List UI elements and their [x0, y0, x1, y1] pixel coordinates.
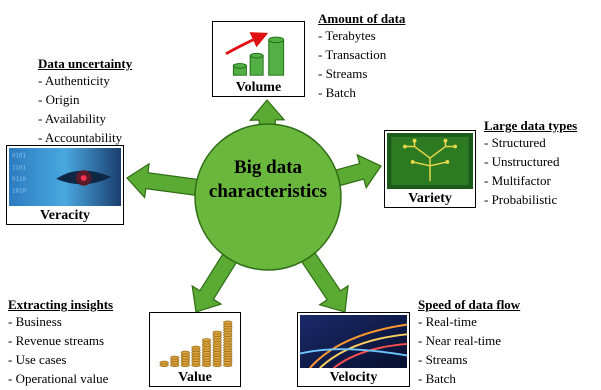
velocity-item: - Batch: [418, 371, 456, 386]
volume-label: Volume: [235, 80, 282, 95]
value-title: Extracting insights: [8, 297, 114, 312]
velocity-item: - Near real-time: [418, 333, 502, 348]
variety-description: Large data types - Structured - Unstruct…: [484, 118, 577, 209]
variety-label: Variety: [408, 191, 452, 206]
veracity-list: - Authenticity - Origin - Availability -…: [38, 71, 132, 147]
volume-item: - Streams: [318, 66, 368, 81]
growing-cylinders-chart-icon: [215, 24, 302, 78]
volume-item: - Batch: [318, 85, 356, 100]
veracity-item: - Availability: [38, 111, 106, 126]
variety-title: Large data types: [484, 118, 578, 133]
value-item: - Operational value: [8, 371, 109, 386]
svg-text:0101: 0101: [12, 154, 27, 160]
veracity-label: Veracity: [39, 208, 91, 223]
velocity-item: - Real-time: [418, 314, 477, 329]
arrow-to-veracity: [126, 162, 204, 199]
veracity-description: Data uncertainty - Authenticity - Origin…: [38, 56, 132, 147]
veracity-item: - Origin: [38, 92, 80, 107]
speed-lights-icon: [300, 315, 407, 368]
value-box: Value: [149, 312, 241, 387]
center-circle: [194, 123, 342, 271]
volume-list: - Terabytes - Transaction - Streams - Ba…: [318, 26, 405, 102]
svg-text:0110: 0110: [12, 177, 27, 183]
coin: [212, 330, 222, 335]
value-list: - Business - Revenue streams - Use cases…: [8, 312, 113, 388]
center-label-line2: characteristics: [208, 181, 328, 202]
arrow-to-value: [191, 248, 241, 313]
velocity-label: Velocity: [329, 370, 378, 385]
coin: [201, 338, 212, 342]
velocity-item: - Streams: [418, 352, 468, 367]
coin-stacks: [159, 320, 233, 367]
arrows: [126, 99, 382, 313]
veracity-item: - Accountability: [38, 130, 123, 145]
coin: [180, 350, 190, 355]
center-label-line1: Big data: [233, 157, 303, 178]
variety-item: - Structured: [484, 135, 546, 150]
circuit-tree-icon: [387, 133, 473, 189]
value-label: Value: [178, 370, 212, 385]
variety-box: Variety: [384, 130, 476, 208]
volume-description: Amount of data - Terabytes - Transaction…: [318, 11, 405, 102]
veracity-item: - Authenticity: [38, 73, 110, 88]
svg-text:1010: 1010: [12, 188, 27, 194]
veracity-title: Data uncertainty: [38, 56, 133, 71]
velocity-title: Speed of data flow: [418, 297, 521, 312]
value-item: - Business: [8, 314, 62, 329]
variety-item: - Probabilistic: [484, 192, 558, 207]
coin-stacks-icon: [152, 315, 238, 368]
arrow-to-velocity: [297, 247, 349, 313]
value-item: - Use cases: [8, 352, 67, 367]
variety-list: - Structured - Unstructured - Multifacto…: [484, 133, 577, 209]
veracity-box: 0101 1101 0110 1010 Veracity: [6, 145, 124, 225]
value-item: - Revenue streams: [8, 333, 105, 348]
coin: [159, 360, 169, 365]
value-description: Extracting insights - Business - Revenue…: [8, 297, 113, 388]
volume-item: - Terabytes: [318, 28, 376, 43]
velocity-description: Speed of data flow - Real-time - Near re…: [418, 297, 520, 388]
coin: [191, 345, 201, 350]
volume-box: Volume: [212, 21, 305, 97]
center-label: Big data characteristics: [192, 156, 344, 204]
velocity-box: Velocity: [297, 312, 410, 387]
coin: [170, 355, 180, 360]
volume-item: - Transaction: [318, 47, 387, 62]
coin: [223, 320, 233, 325]
velocity-list: - Real-time - Near real-time - Streams -…: [418, 312, 520, 388]
volume-title: Amount of data: [318, 11, 406, 26]
variety-item: - Multifactor: [484, 173, 551, 188]
svg-text:1101: 1101: [12, 165, 27, 171]
digital-eye-icon: 0101 1101 0110 1010: [9, 148, 121, 206]
variety-item: - Unstructured: [484, 154, 560, 169]
